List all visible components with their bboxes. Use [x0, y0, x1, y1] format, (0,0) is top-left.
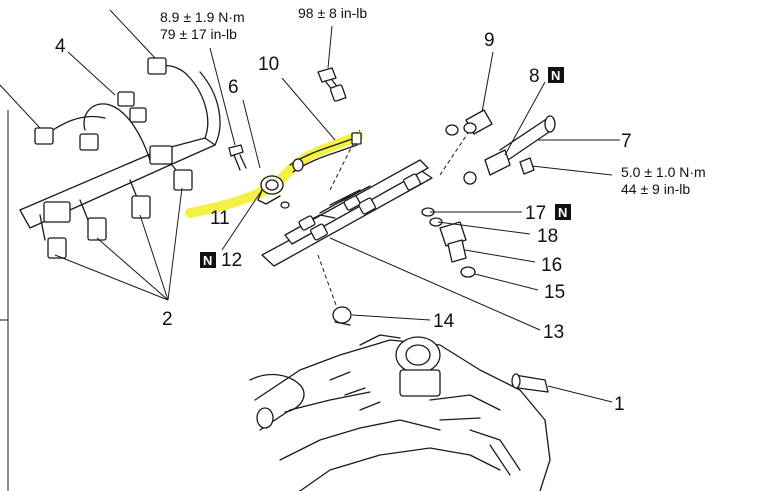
torque-left-inlb: 79 ± 17 in-lb	[160, 26, 237, 42]
centre-line-c	[317, 254, 337, 306]
centre-line-b	[439, 129, 471, 176]
torque-top-inlb: 98 ± 8 in-lb	[298, 5, 367, 21]
callout-4: 4	[55, 36, 66, 57]
callout-6: 6	[228, 77, 239, 98]
fuel-hose	[289, 132, 362, 173]
callout-17: 17	[525, 203, 546, 224]
callout-9: 9	[484, 30, 495, 51]
torque-right-inlb: 44 ± 9 in-lb	[621, 181, 690, 197]
torque-left-nm: 8.9 ± 1.9 N·m	[160, 9, 245, 25]
callout-8: 8	[529, 66, 540, 87]
fuel-union	[445, 109, 493, 136]
wiring-harness	[19, 57, 221, 259]
fuel-rail	[261, 159, 433, 267]
n-badge-8: N	[548, 67, 564, 83]
engine-assembly	[249, 334, 551, 491]
callout-14: 14	[433, 311, 455, 332]
callout-13: 13	[543, 322, 564, 343]
highlight-hose-11	[185, 131, 363, 218]
callout-2: 2	[162, 309, 173, 330]
fuel-feed-pipe	[463, 115, 556, 185]
callout-18: 18	[537, 226, 558, 247]
svg-text:N: N	[551, 68, 560, 83]
plug-tube-1	[511, 373, 549, 393]
callout-12: 12	[221, 250, 242, 271]
svg-text:N: N	[203, 253, 212, 268]
bolt-top	[317, 67, 347, 102]
callout-15: 15	[544, 282, 565, 303]
grommet-14	[332, 306, 352, 326]
n-badge-17: N	[555, 204, 571, 220]
bolt-6	[228, 144, 247, 171]
n-badge-12: N	[200, 252, 216, 268]
callout-7: 7	[621, 131, 632, 152]
callout-11: 11	[210, 208, 230, 229]
callout-16: 16	[541, 255, 562, 276]
torque-right-nm: 5.0 ± 1.0 N·m	[621, 164, 706, 180]
callout-1: 1	[614, 394, 625, 415]
pressure-regulator	[257, 175, 290, 209]
svg-text:N: N	[558, 205, 567, 220]
leader-lines	[0, 9, 620, 403]
callout-10: 10	[258, 54, 279, 75]
fuel-injector	[421, 207, 476, 278]
